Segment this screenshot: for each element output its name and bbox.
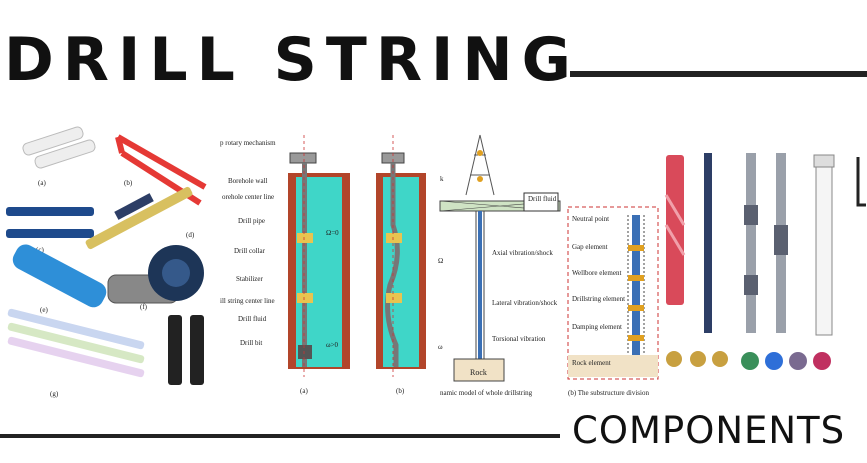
sub-label-4: Damping element — [572, 323, 622, 331]
photo-e: (e) — [12, 244, 107, 314]
label-e: (e) — [40, 306, 48, 314]
label-f: (f) — [140, 303, 148, 311]
image-collage: (a) (b) (c) (d) (e) — [0, 115, 867, 405]
schem-label-0: p rotary mechanism — [220, 139, 276, 147]
omega-positive: ω>0 — [326, 341, 339, 349]
drill-fluid-box — [523, 192, 559, 212]
model-caption: namic model of whole drillstring — [440, 389, 533, 397]
omega-zero: Ω=0 — [326, 229, 339, 237]
label-b: (b) — [124, 179, 133, 187]
caption-a: (a) — [300, 387, 308, 395]
photo-f: (f) — [107, 245, 204, 311]
sub-label-2: Wellbore element — [572, 269, 621, 277]
sub-label-1: Gap element — [572, 243, 608, 251]
subtitle-underline — [0, 434, 560, 438]
photo-black-subs — [168, 315, 204, 385]
pipe-tool-3 — [774, 153, 788, 333]
model-label-lateral: Lateral vibration/shock — [492, 299, 558, 307]
page-title: DRILL STRING — [4, 25, 580, 95]
label-a: (a) — [38, 179, 46, 187]
pipe-tool-1 — [704, 153, 712, 333]
label-c: (c) — [36, 246, 44, 254]
dynamic-model-panel: k Drill fluid Ω Axial vibration/shock La… — [438, 134, 561, 397]
borehole-schematic-panel: p rotary mechanism Borehole wall orehole… — [220, 135, 426, 395]
pipe-tool-4 — [813, 154, 835, 336]
substructure-panel: Neutral point Gap element Wellbore eleme… — [567, 206, 659, 397]
schem-label-8: Drill bit — [240, 339, 262, 347]
schem-label-5: Stabilizer — [236, 275, 263, 283]
model-label-omega: Ω — [438, 257, 443, 265]
red-stabilizer-tool — [664, 155, 686, 305]
pipe-tool-2 — [744, 153, 758, 333]
sub-label-3: Drillstring element — [572, 295, 625, 303]
component-photos-panel: (a) (b) (c) (d) (e) — [6, 126, 207, 398]
photo-c: (c) — [6, 207, 94, 254]
model-label-axial: Axial vibration/shock — [492, 249, 553, 257]
photo-a: (a) — [22, 126, 96, 187]
derrick-graphic — [439, 134, 561, 382]
model-label-fluid: Drill fluid — [528, 195, 557, 203]
schematic-a — [288, 135, 350, 377]
schematic-b — [376, 135, 426, 377]
schem-label-4: Drill collar — [234, 247, 266, 255]
schem-label-2: orehole center line — [222, 193, 274, 201]
caption-b: (b) — [396, 387, 405, 395]
title-underline — [570, 71, 867, 77]
label-g: (g) — [50, 390, 59, 398]
model-label-torsional: Torsional vibration — [492, 335, 546, 343]
schem-label-6: ill string center line — [220, 297, 275, 305]
schem-label-3: Drill pipe — [238, 217, 265, 225]
model-label-rock: Rock — [470, 368, 487, 377]
sub-label-5: Rock element — [572, 359, 611, 367]
page-subtitle: COMPONENTS — [572, 409, 846, 452]
model-label-w: ω — [438, 343, 443, 351]
drill-bits-row — [666, 351, 831, 370]
photo-g: (g) — [7, 308, 145, 398]
schem-label-1: Borehole wall — [228, 177, 268, 185]
photo-d: (d) — [85, 186, 195, 250]
sub-label-0: Neutral point — [572, 215, 609, 223]
label-d: (d) — [186, 231, 195, 239]
tools-and-bits-panel — [664, 153, 866, 370]
model-label-k: k — [440, 175, 444, 183]
edge-fragment — [856, 157, 866, 207]
sub-caption: (b) The substructure division — [568, 389, 649, 397]
schem-label-7: Drill fluid — [238, 315, 267, 323]
